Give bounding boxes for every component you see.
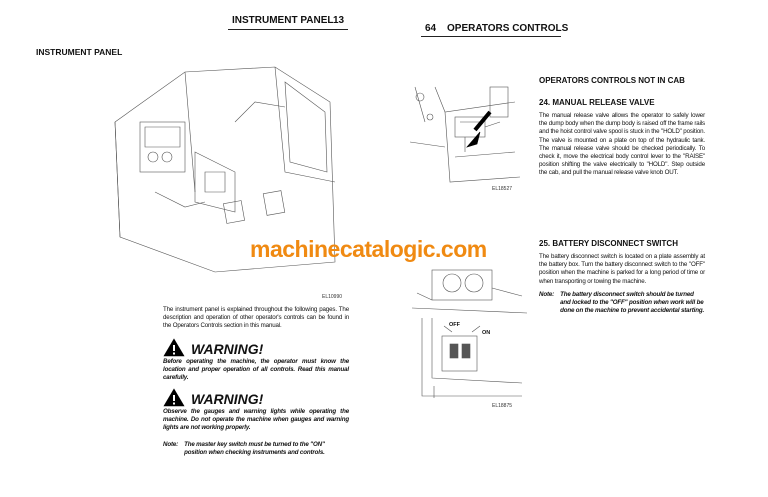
- right-text-column-2: 25. BATTERY DISCONNECT SWITCH The batter…: [539, 239, 705, 315]
- switch-on-label: ON: [482, 330, 491, 336]
- warning-heading: WARNING!: [163, 338, 349, 357]
- right-page-number: 64: [425, 23, 437, 34]
- section-24-text: The manual release valve allows the oper…: [539, 112, 705, 177]
- right-header-title: OPERATORS CONTROLS: [447, 23, 569, 34]
- warning-text: Observe the gauges and warning lights wh…: [163, 407, 349, 432]
- left-section-title: INSTRUMENT PANEL: [36, 47, 123, 57]
- note-label: Note:: [539, 290, 555, 298]
- section-25-title: 25. BATTERY DISCONNECT SWITCH: [539, 239, 678, 248]
- warning-heading: WARNING!: [163, 388, 349, 407]
- section-24-title: 24. MANUAL RELEASE VALVE: [539, 98, 655, 107]
- right-text-column: OPERATORS CONTROLS NOT IN CAB 24. MANUAL…: [539, 76, 705, 178]
- switch-off-label: OFF: [449, 322, 460, 328]
- warning-triangle-icon: [163, 338, 185, 356]
- note-label: Note:: [163, 441, 179, 449]
- section-25-text: The battery disconnect switch is located…: [539, 253, 705, 285]
- cab-interior-illustration: [114, 66, 336, 273]
- manual-release-valve-illustration: [409, 86, 521, 183]
- right-section-title: OPERATORS CONTROLS NOT IN CAB: [539, 76, 685, 85]
- battery-disconnect-switch-illustration: [412, 269, 528, 398]
- warning-title: WARNING!: [191, 390, 264, 407]
- note-text: The master key switch must be turned to …: [184, 441, 325, 457]
- watermark: machinecatalogic.com: [250, 236, 487, 262]
- figure-label-left: EL10990: [322, 294, 343, 300]
- warning-text: Before operating the machine, the operat…: [163, 357, 349, 381]
- header-rule: [421, 36, 561, 37]
- warning-triangle-icon: [163, 388, 185, 407]
- warning-title: WARNING!: [191, 340, 264, 357]
- note: Note: The master key switch must be turn…: [163, 441, 349, 457]
- intro-paragraph: The instrument panel is explained throug…: [163, 306, 349, 330]
- left-header-title: INSTRUMENT PANEL: [232, 15, 334, 26]
- figure-label-2: EL18875: [492, 403, 513, 409]
- header-rule: [228, 29, 348, 30]
- note-text: The battery disconnect switch should be …: [560, 290, 705, 314]
- figure-label-1: EL18527: [492, 186, 513, 192]
- left-page-number: 13: [333, 15, 345, 26]
- left-text-column: The instrument panel is explained throug…: [163, 306, 349, 457]
- note: Note: The battery disconnect switch shou…: [539, 291, 705, 315]
